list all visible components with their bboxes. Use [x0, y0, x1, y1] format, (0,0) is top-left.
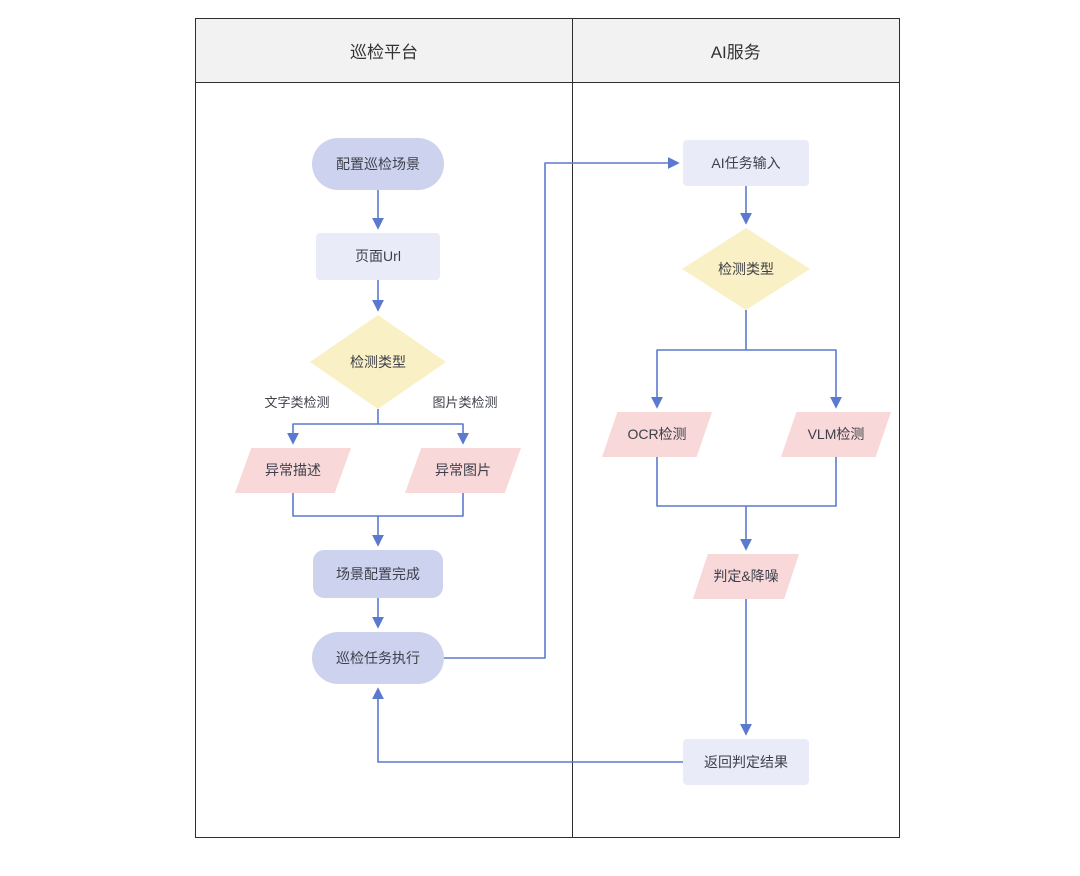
node-task-exec: 巡检任务执行: [312, 632, 444, 684]
node-config-scene: 配置巡检场景: [312, 138, 444, 190]
node-scene-done: 场景配置完成: [313, 550, 443, 598]
lane-divider: [571, 18, 573, 838]
node-config-scene-label: 配置巡检场景: [336, 155, 420, 172]
node-page-url: 页面Url: [316, 233, 440, 280]
node-ai-task-input-label: AI任务输入: [711, 154, 781, 171]
node-return-result-label: 返回判定结果: [704, 753, 788, 770]
lane-header-platform: 巡检平台: [195, 18, 573, 83]
lane-title-platform: 巡检平台: [350, 43, 418, 62]
branch-label-text-detect: 文字类检测: [264, 395, 330, 410]
node-return-result: 返回判定结果: [683, 739, 809, 785]
node-ocr-detect: OCR检测: [602, 412, 712, 457]
node-anomaly-desc-label: 异常描述: [265, 462, 321, 479]
branch-label-image-detect: 图片类检测: [432, 395, 498, 410]
node-scene-done-label: 场景配置完成: [336, 565, 420, 582]
node-judge-denoise-label: 判定&降噪: [713, 568, 779, 585]
node-vlm-detect-label: VLM检测: [807, 426, 865, 443]
node-page-url-label: 页面Url: [355, 248, 401, 265]
node-ocr-detect-label: OCR检测: [627, 426, 687, 443]
lane-header-ai: AI服务: [571, 18, 900, 83]
node-detect-type-platform-label: 检测类型: [350, 353, 406, 370]
node-anomaly-image: 异常图片: [405, 448, 521, 493]
lane-title-ai: AI服务: [710, 43, 761, 62]
node-anomaly-image-label: 异常图片: [435, 462, 491, 479]
node-vlm-detect: VLM检测: [781, 412, 891, 457]
node-ai-task-input: AI任务输入: [683, 140, 809, 186]
node-task-exec-label: 巡检任务执行: [336, 649, 420, 666]
node-anomaly-desc: 异常描述: [235, 448, 351, 493]
node-detect-type-ai-label: 检测类型: [718, 260, 774, 277]
node-judge-denoise: 判定&降噪: [693, 554, 799, 599]
